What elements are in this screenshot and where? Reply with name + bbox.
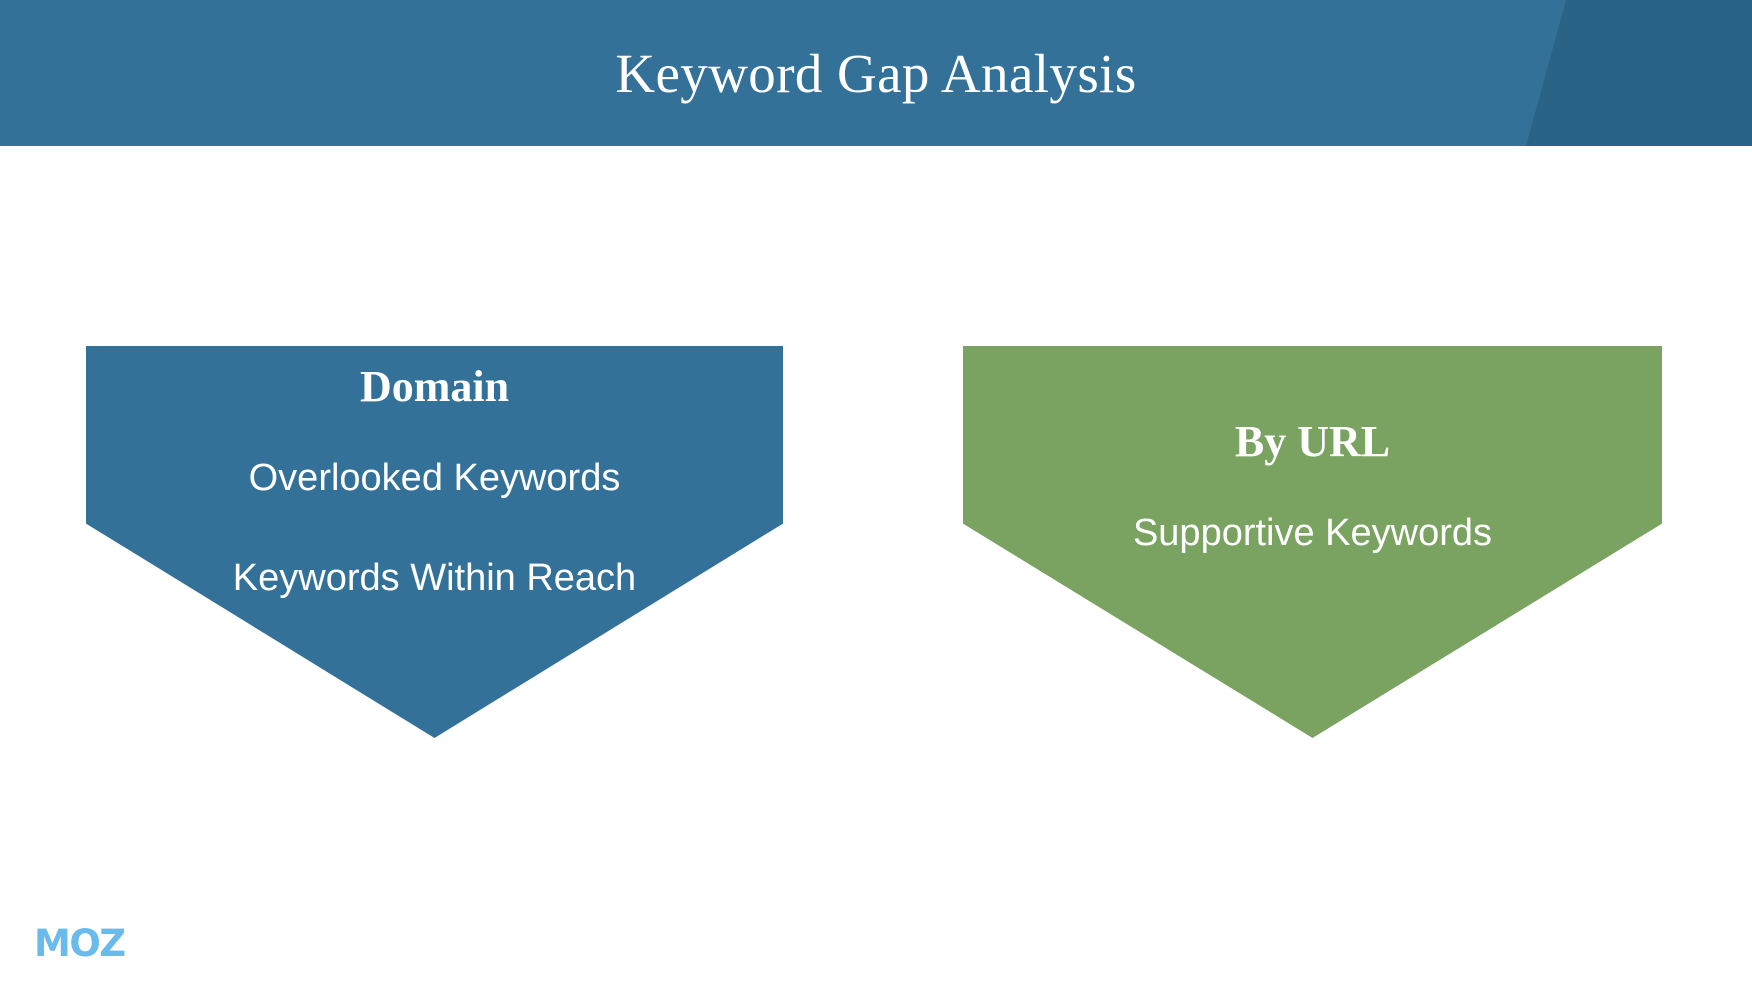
card-domain-content: Domain Overlooked Keywords Keywords With… <box>86 346 783 601</box>
card-by-url[interactable]: By URL Supportive Keywords <box>963 346 1662 738</box>
moz-logo: MOZ <box>34 922 126 965</box>
slide-header: Keyword Gap Analysis <box>0 0 1752 146</box>
card-domain[interactable]: Domain Overlooked Keywords Keywords With… <box>86 346 783 738</box>
card-by-url-title: By URL <box>1234 417 1391 466</box>
card-by-url-line-1: Supportive Keywords <box>1132 512 1493 555</box>
card-domain-line-1: Overlooked Keywords <box>248 457 621 500</box>
card-domain-title: Domain <box>359 362 510 411</box>
page-title: Keyword Gap Analysis <box>615 42 1137 104</box>
card-by-url-content: By URL Supportive Keywords <box>963 346 1662 556</box>
card-domain-line-2: Keywords Within Reach <box>232 557 637 600</box>
